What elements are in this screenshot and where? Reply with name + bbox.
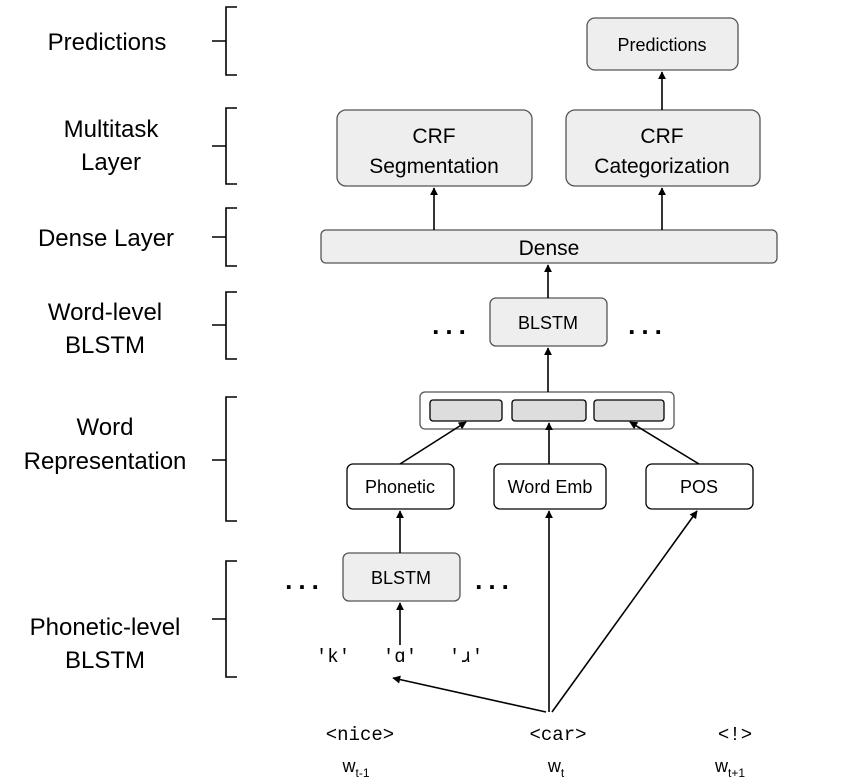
layer-label-multitask-2: Layer [81, 149, 141, 176]
token-current: <car> [529, 724, 586, 746]
representation-cell-word-emb [511, 399, 587, 422]
phonetic-blstm-label: BLSTM [371, 568, 431, 588]
layer-label-phonetic-blstm-2: BLSTM [65, 647, 145, 674]
layer-label-phonetic-blstm-1: Phonetic-level [30, 614, 181, 641]
phone-k: 'k' [316, 646, 350, 668]
crf-segmentation-label-1: CRF [412, 125, 455, 148]
predictions-box-label: Predictions [617, 35, 706, 55]
layer-label-word-blstm-2: BLSTM [65, 332, 145, 359]
phonetic-blstm-ellipsis-left: ... [285, 565, 325, 595]
layer-brackets [212, 6, 237, 678]
word-blstm-ellipsis-left: ... [432, 310, 472, 340]
layer-label-word-rep-1: Word [77, 414, 134, 441]
token-prev: <nice> [326, 724, 394, 746]
crf-categorization-label-2: Categorization [594, 155, 729, 178]
word-blstm-label: BLSTM [518, 313, 578, 333]
token-next-index: wt+1 [714, 756, 745, 780]
dense-box-label: Dense [519, 237, 580, 260]
pos-box-label: POS [680, 477, 718, 497]
crf-segmentation-box [336, 109, 533, 187]
phonetic-blstm-ellipsis-right: ... [475, 565, 515, 595]
bracket-phonetic-blstm [212, 560, 237, 678]
layer-label-multitask-1: Multitask [64, 116, 160, 143]
phone-a: 'ɑ' [383, 646, 417, 668]
layer-label-dense: Dense Layer [38, 225, 174, 252]
dense-box [320, 229, 778, 264]
predictions-box [586, 17, 739, 71]
bracket-word-rep [212, 396, 237, 522]
arrow-token-to-phones [392, 675, 547, 713]
arrow-token-to-pos [551, 510, 698, 713]
phone-r: 'ɹ' [449, 646, 483, 668]
layer-labels: Predictions Multitask Layer Dense Layer … [24, 29, 187, 674]
layer-label-word-blstm-1: Word-level [48, 299, 162, 326]
word-emb-box-label: Word Emb [508, 477, 593, 497]
token-next: <!> [718, 724, 752, 746]
layer-label-word-rep-2: Representation [24, 448, 187, 475]
word-emb-box [493, 463, 607, 510]
word-blstm-ellipsis-right: ... [628, 310, 668, 340]
bracket-word-blstm [212, 291, 237, 360]
phonetic-box-label: Phonetic [365, 477, 435, 497]
representation-cell-phonetic [429, 399, 503, 422]
crf-categorization-label-1: CRF [640, 125, 683, 148]
layer-label-predictions: Predictions [48, 29, 167, 56]
bracket-multitask [212, 107, 237, 185]
arrows [392, 71, 700, 713]
token-current-index: wt [547, 756, 565, 780]
pos-box [645, 463, 754, 510]
bracket-predictions [212, 6, 237, 76]
crf-categorization-box [565, 109, 761, 187]
bracket-dense [212, 207, 237, 267]
representation-cell-pos [593, 399, 665, 422]
arrow-pos-to-representation [629, 421, 700, 465]
crf-segmentation-label-2: Segmentation [369, 155, 499, 178]
arrow-phonetic-to-representation [399, 421, 467, 465]
token-prev-index: wt-1 [341, 756, 369, 780]
phonetic-blstm-box [342, 552, 461, 602]
